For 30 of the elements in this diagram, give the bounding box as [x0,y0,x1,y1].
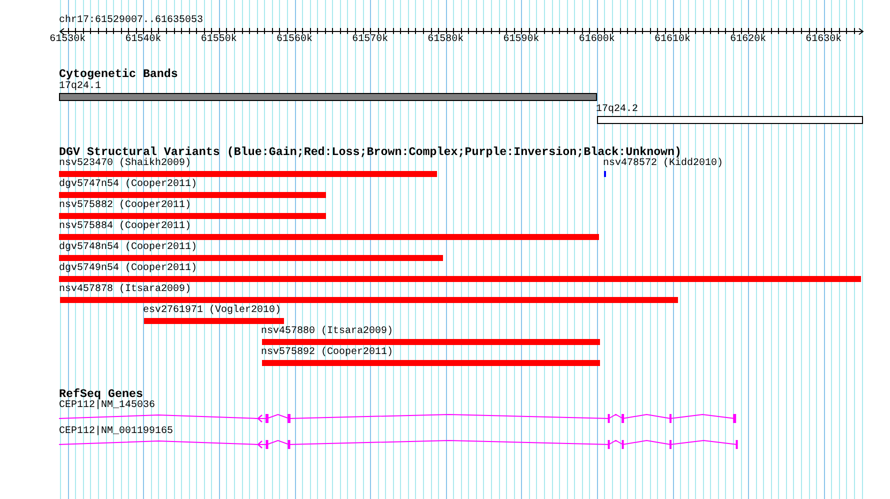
tick-label: 61550k [200,34,237,46]
band-label: 17q24.1 [59,81,102,93]
variant-label: nsv575882 (Cooper2011) [59,200,192,212]
tick-label: 61620k [730,34,766,46]
region-title: chr17:61529007..61635053 [59,15,204,27]
transcript-label: CEP112|NM_145036 [59,400,156,412]
variant-label: nsv478572 (Kidd2010) [603,158,724,170]
band-label: 17q24.2 [596,104,638,116]
variant-label: dgv5748n54 (Cooper2011) [59,242,198,254]
variant-label: nsv457880 (Itsara2009) [261,326,394,338]
variant-label: nsv575892 (Cooper2011) [261,347,394,359]
variant-label: nsv457878 (Itsara2009) [59,284,192,296]
track-title: RefSeq Genes [59,387,143,401]
variant-label: nsv575884 (Cooper2011) [59,221,192,233]
tick-label: 61580k [428,34,464,46]
track-title: DGV Structural Variants (Blue:Gain;Red:Loss;Brown:Complex;Purple:Inversion;Black:Unknown) [59,145,682,159]
tick-label: 61590k [503,34,540,46]
tick-label: 61610k [654,34,690,46]
variant-label: dgv5749n54 (Cooper2011) [59,263,198,275]
variant-label: esv2761971 (Vogler2010) [143,305,282,317]
transcript-label: CEP112|NM_001199165 [59,426,174,438]
tick-label: 61570k [352,34,388,46]
track-title: Cytogenetic Bands [59,67,178,81]
tick-label: 61630k [806,34,842,46]
tick-label: 61560k [276,34,312,46]
tick-label: 61530k [50,34,86,46]
variant-label: nsv523470 (Shaikh2009) [59,158,192,170]
variant-label: dgv5747n54 (Cooper2011) [59,179,198,191]
tick-label: 61600k [578,34,615,46]
tick-label: 61540k [125,34,162,46]
